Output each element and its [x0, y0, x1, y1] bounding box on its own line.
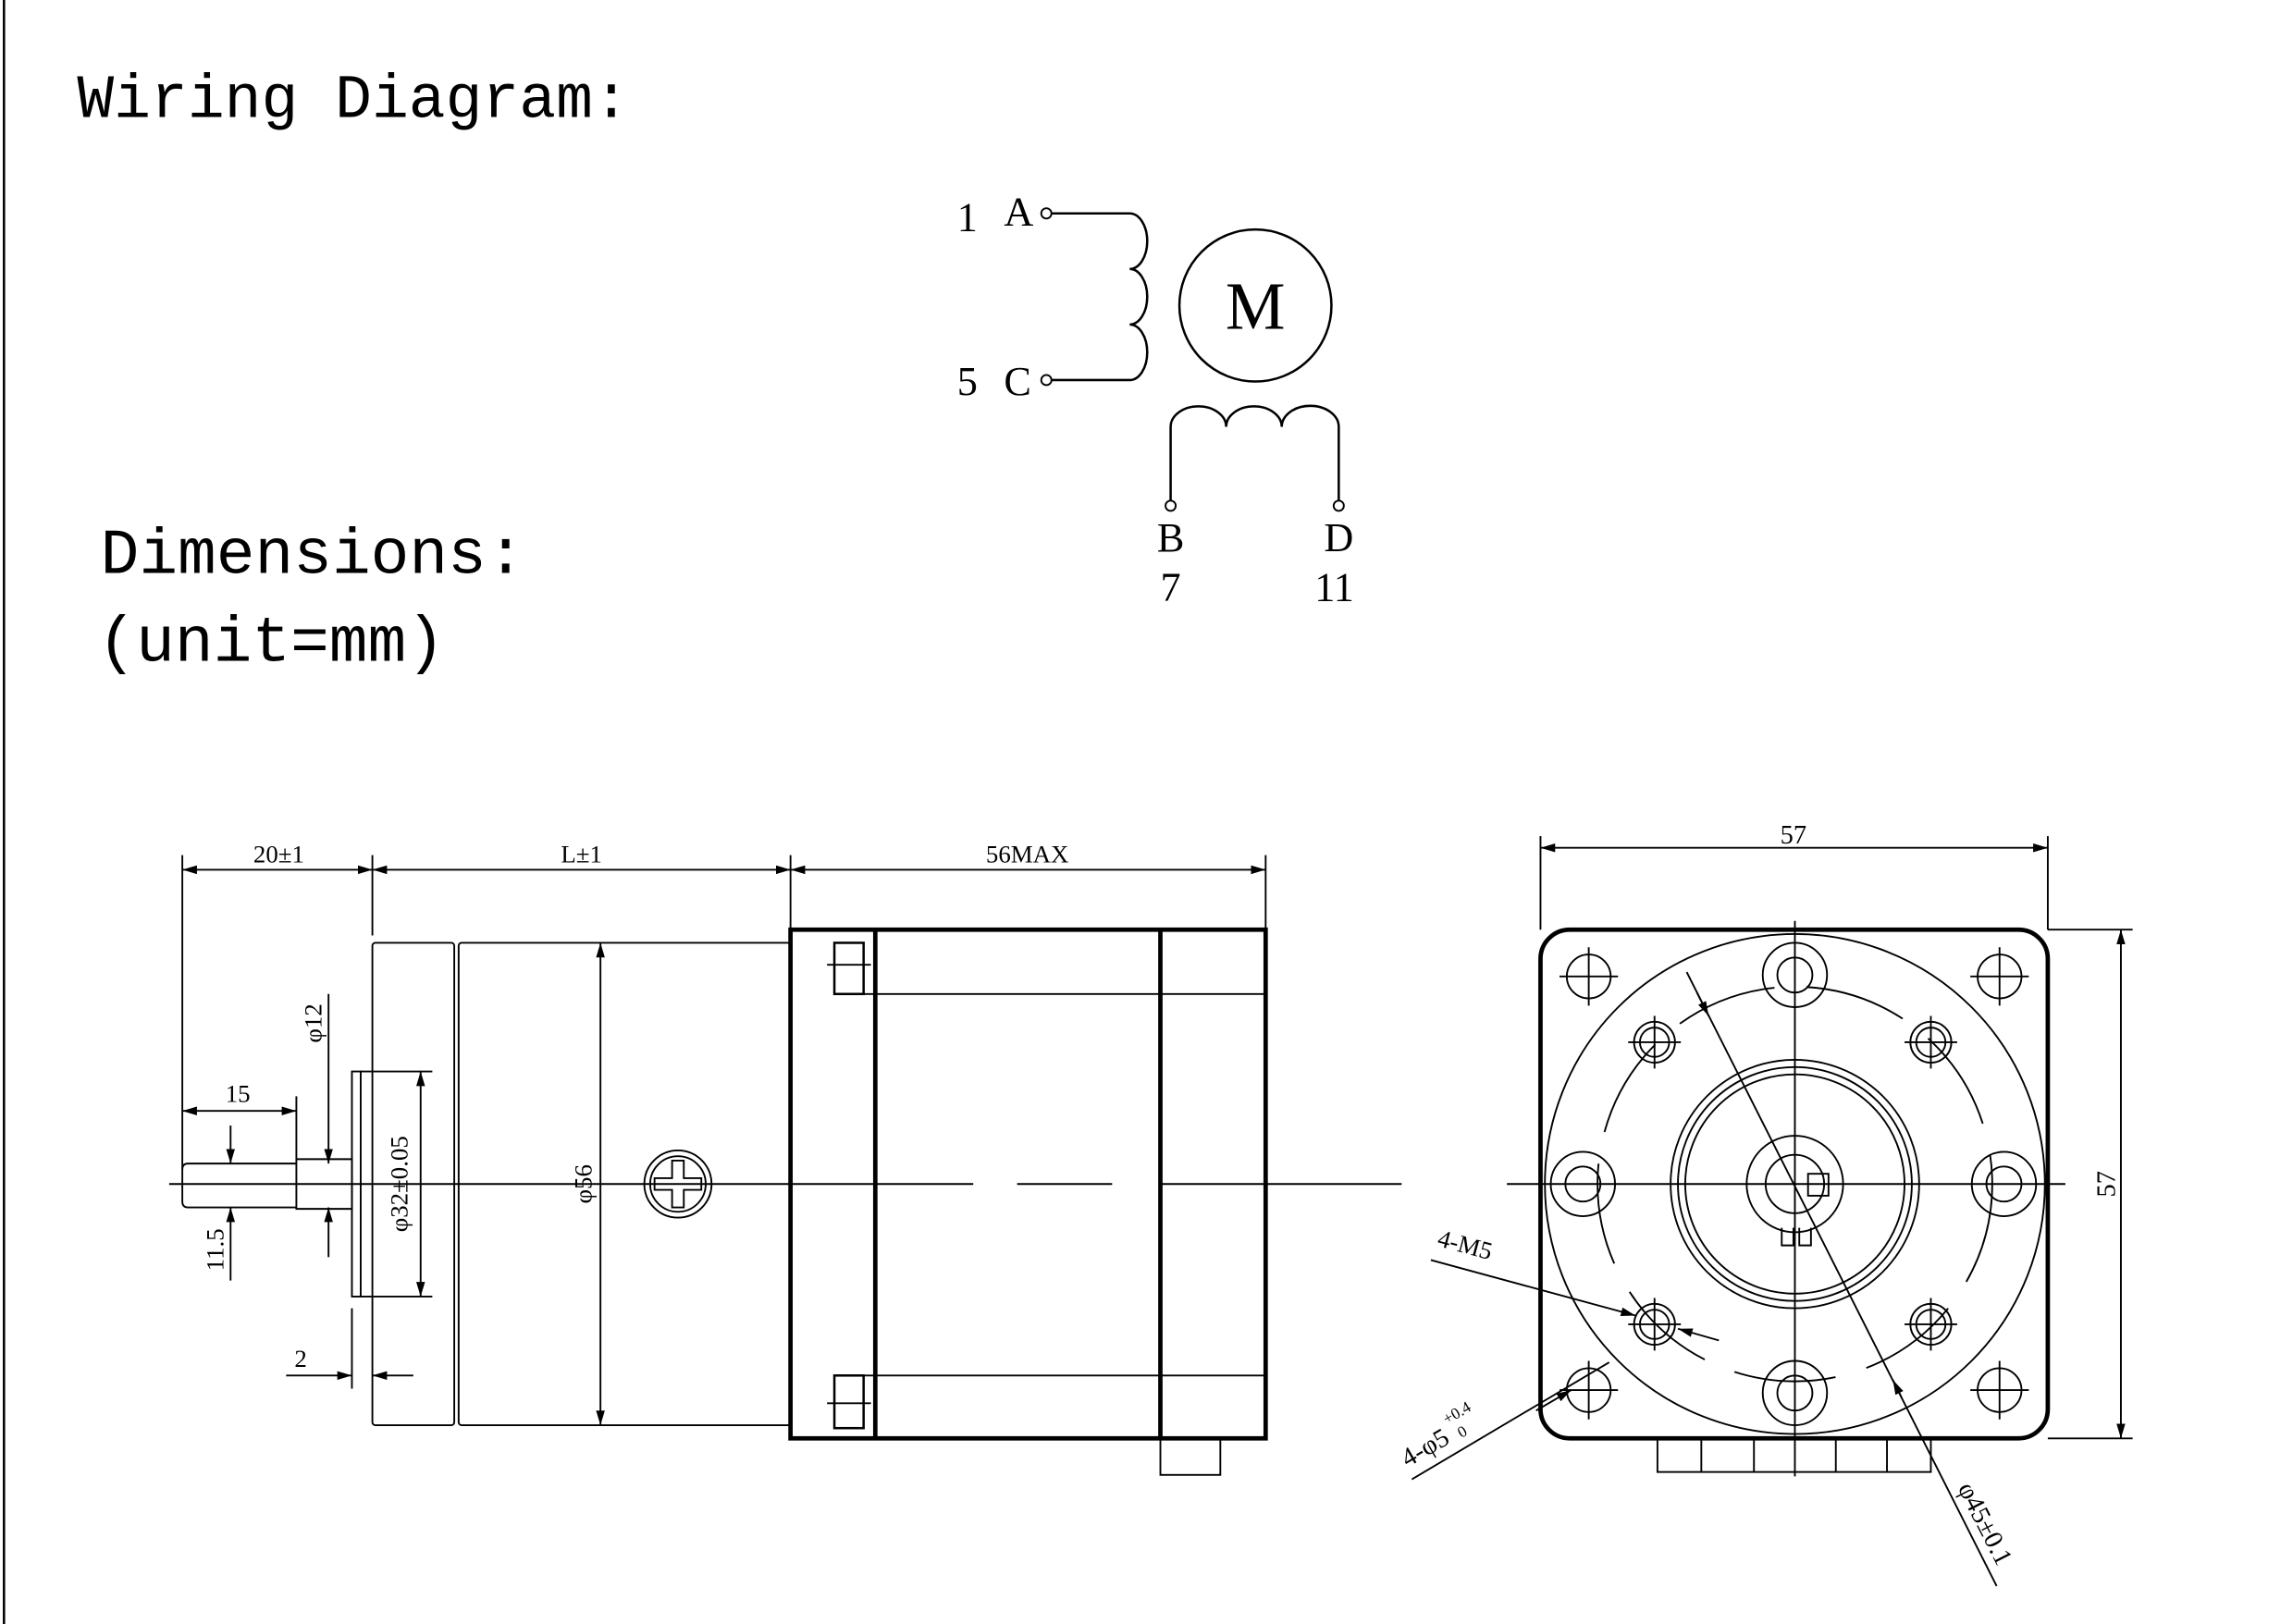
terminal-b	[1165, 499, 1177, 512]
dim-shaft-length-label: 20±1	[253, 841, 304, 868]
bolt-circle-label: φ45±0.1	[1952, 1478, 2017, 1570]
motor-body	[788, 927, 1268, 1441]
mount-holes-leader	[1411, 1361, 1610, 1481]
dimensions-heading: Dimensions:	[101, 520, 525, 593]
pin-1-label: 1	[957, 195, 978, 240]
coil-b-d	[1169, 404, 1340, 500]
terminal-a	[1040, 207, 1053, 220]
front-centerlines	[1507, 920, 2065, 1477]
pin-7-label: 7	[1161, 565, 1181, 610]
output-shaft	[181, 1163, 297, 1209]
terminal-d-label: D	[1324, 515, 1353, 560]
pin-11-label: 11	[1314, 565, 1354, 610]
dim-boss-dia-label: φ32±0.05	[386, 1136, 413, 1232]
dim-width-label: 57	[1781, 821, 1806, 850]
pin-5-label: 5	[957, 359, 978, 404]
wiring-heading: Wiring Diagram:	[77, 66, 629, 135]
dim-boss-thk-label: 2	[294, 1345, 306, 1372]
screw-icon	[643, 1149, 713, 1219]
side-connector	[1159, 1437, 1222, 1476]
dim-flat-label: 11.5	[201, 1228, 228, 1271]
terminal-c-label: C	[1004, 359, 1031, 404]
thread-holes-leader	[1430, 1259, 1636, 1317]
dim-height-label: 57	[2093, 1171, 2122, 1197]
terminal-a-label: A	[1004, 189, 1033, 234]
thread-holes-label: 4-M5	[1435, 1224, 1495, 1265]
wiring-diagram: 1 A 5 C M B D 7 11	[957, 189, 1354, 609]
dim-motor-length-label: 56MAX	[986, 841, 1069, 868]
gearbox-boss	[351, 1070, 362, 1298]
terminal-c	[1040, 374, 1053, 387]
terminal-b-label: B	[1157, 515, 1185, 560]
motor-symbol	[1177, 228, 1333, 383]
gearbox-bosses	[1549, 941, 2038, 1426]
mount-tol-lower: 0	[1454, 1422, 1470, 1442]
dim-flat-length-label: 15	[226, 1080, 251, 1108]
coil-a-c	[1050, 212, 1149, 382]
front-view: 57 57 φ45±0.1 4-M5 4-φ5 +0.4 0	[1397, 821, 2133, 1587]
side-view: 20±1 L±1 56MAX φ12 15	[168, 841, 1402, 1476]
motor-label: M	[1226, 269, 1286, 344]
dim-gearbox-length-label: L±1	[561, 841, 602, 868]
gearbox-front-plate	[371, 941, 456, 1426]
dim-shaft-dia-label: φ12	[299, 1003, 327, 1042]
unit-label: (unit=mm)	[97, 607, 445, 680]
terminal-d	[1332, 499, 1345, 512]
bolt-circle-leader	[1685, 971, 1998, 1587]
m5-threaded-holes	[1628, 1015, 1957, 1351]
dim-gearbox-dia-label: φ56	[570, 1164, 598, 1203]
mount-holes-label: 4-φ5	[1397, 1423, 1455, 1473]
